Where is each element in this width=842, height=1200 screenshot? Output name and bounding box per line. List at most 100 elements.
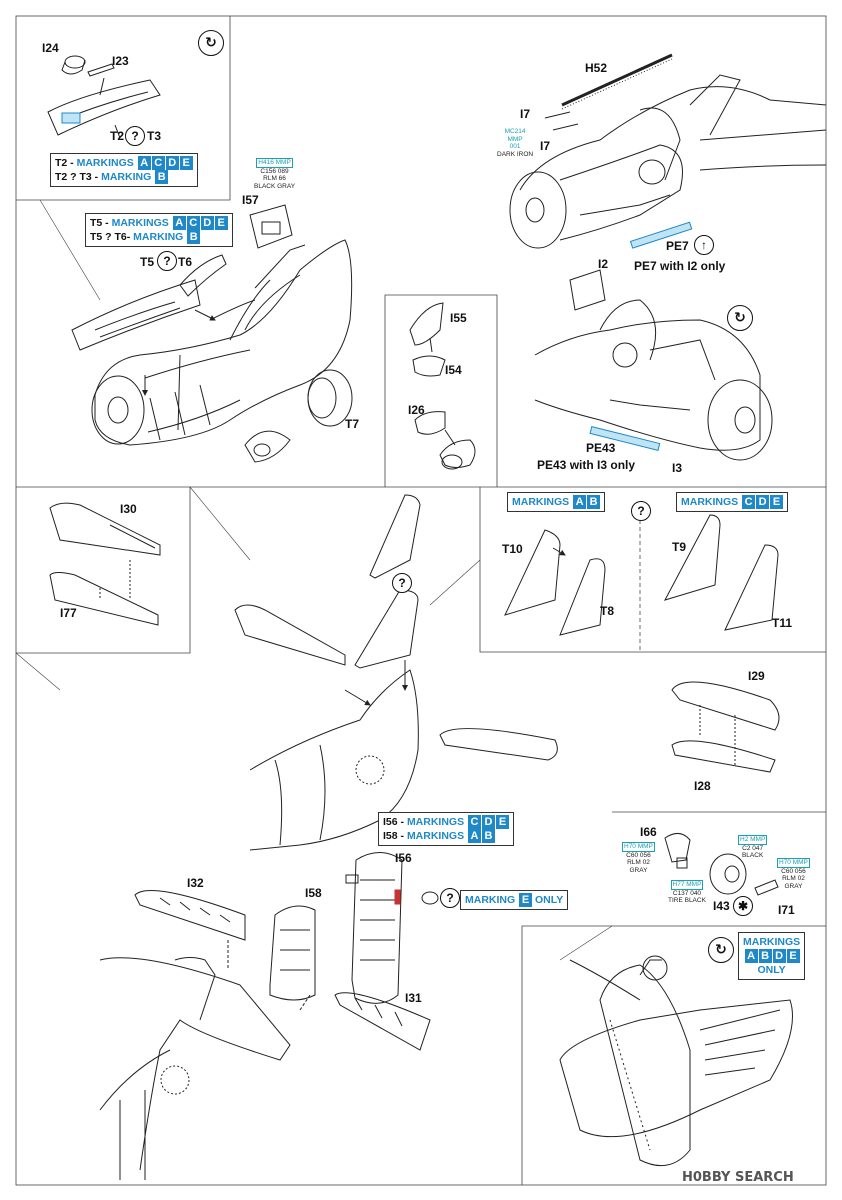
part-label-i32: I32 — [187, 876, 204, 890]
marking-letter: A — [573, 495, 587, 509]
marking-letter: B — [482, 829, 496, 843]
marking-letter: E — [770, 495, 784, 509]
part-label-pe7: PE7 — [666, 239, 689, 253]
panel1-frame — [16, 16, 231, 201]
marking-letter: A — [172, 216, 186, 230]
paint-name: GRAY — [784, 882, 803, 890]
markings-word: MARKINGS — [76, 157, 134, 169]
part-label-i7-upper: I7 — [520, 107, 531, 121]
part-label-i23: I23 — [112, 54, 129, 68]
part-label-t8: T8 — [600, 604, 615, 618]
paint-code: C60 056 — [781, 867, 806, 875]
part-label-h52: H52 — [585, 61, 608, 75]
markings-word: MARKINGS — [406, 830, 465, 842]
panel8-drawing — [559, 955, 793, 1167]
rotate-view-icon: ↻ — [708, 937, 734, 963]
rotate-view-icon: ↻ — [198, 30, 224, 56]
panel2-frame — [384, 294, 498, 487]
paint-callout-tire: H77 MMP C137 040 TIRE BLACK — [668, 880, 706, 905]
marking-letter: A — [744, 949, 758, 963]
paint-name: RLM 02 — [782, 875, 805, 882]
markings-word: MARKING — [133, 231, 184, 243]
part-label-t9: T9 — [672, 540, 687, 554]
marking-letter: D — [772, 949, 786, 963]
marking-letter: E — [214, 216, 228, 230]
paint-code: C2 047 — [742, 844, 764, 852]
paint-code: H70 MMP — [622, 842, 655, 852]
markings-prefix: T2 ? T3 - — [55, 171, 102, 183]
paint-callout-i7: MC214 MMP 001 DARK IRON — [497, 128, 533, 158]
markings-word: MARKINGS — [512, 496, 570, 508]
panel3-drawing — [509, 53, 827, 461]
part-label-i66: I66 — [640, 825, 657, 839]
paint-name: DARK IRON — [497, 150, 534, 158]
paint-code: C156 089 — [260, 167, 289, 175]
markings-word: MARKINGS — [681, 496, 739, 508]
marking-letter: E — [179, 156, 193, 170]
marking-e-only-box: MARKING E ONLY — [460, 890, 569, 910]
paint-name: BLACK — [741, 852, 764, 859]
markings-suffix: ONLY — [757, 964, 786, 976]
panel4-drawing — [49, 502, 161, 626]
paint-code: MC214 — [504, 128, 526, 135]
paint-code: H416 MMP — [256, 158, 293, 168]
panel7-drawing — [664, 833, 779, 896]
markings-prefix: T5 - — [90, 217, 112, 229]
part-label-i24: I24 — [42, 41, 59, 55]
either-or-icon: ? — [440, 888, 460, 908]
paint-code: H77 MMP — [670, 880, 704, 890]
marking-letter: E — [519, 893, 533, 907]
part-label-i29: I29 — [748, 669, 765, 683]
marking-letter: E — [496, 815, 510, 829]
paint-callout-gray: H70 MMP C60 056 RLM 02 GRAY — [777, 858, 810, 890]
part-label-i3: I3 — [672, 461, 683, 475]
paint-code: H2 MMP — [738, 835, 768, 845]
part-label-i54: I54 — [445, 363, 462, 377]
marking-letter: D — [200, 216, 214, 230]
part-label-i28: I28 — [694, 779, 711, 793]
either-or-icon: ? — [157, 251, 177, 271]
panel2-drawing — [409, 302, 476, 470]
marking-letter: A — [468, 829, 482, 843]
part-label-t11: T11 — [772, 616, 793, 630]
part-label-t10: T10 — [502, 542, 523, 556]
marking-letter: B — [187, 230, 201, 244]
marking-letter: A — [137, 156, 151, 170]
marking-letter: E — [786, 949, 800, 963]
paint-callout-i57: H416 MMP C156 089 RLM 66 BLACK GRAY — [254, 158, 295, 190]
part-label-t6: T6 — [178, 255, 193, 269]
part-label-t3: T3 — [147, 129, 162, 143]
paint-callout-black: H2 MMP C2 047 BLACK — [738, 835, 768, 860]
note-pe43: PE43 with I3 only — [537, 458, 636, 472]
paint-code: MMP — [507, 135, 523, 143]
paint-code: H70 MMP — [777, 858, 810, 868]
part-label-i55: I55 — [450, 311, 467, 325]
part-label-i56: I56 — [395, 851, 412, 865]
part-label-i30: I30 — [120, 502, 137, 516]
markings-prefix: I56 - — [383, 816, 407, 828]
part-label-i26: I26 — [408, 403, 425, 417]
note-pe7: PE7 with I2 only — [634, 259, 726, 273]
markings-word: MARKING — [101, 171, 152, 183]
panel4-frame — [16, 487, 191, 654]
marking-letter: B — [758, 949, 772, 963]
markings-prefix: T5 ? T6- — [90, 231, 134, 243]
part-label-i2: I2 — [598, 257, 609, 271]
either-or-icon: ? — [125, 126, 145, 146]
part-label-i57: I57 — [242, 193, 259, 207]
part-label-i77: I77 — [60, 606, 77, 620]
marking-letter: C — [186, 216, 200, 230]
paint-code: 001 — [509, 143, 521, 150]
part-label-i71: I71 — [778, 903, 795, 917]
marking-letter: D — [165, 156, 179, 170]
markings-word: MARKINGS — [111, 217, 169, 229]
markings-suffix: ONLY — [535, 894, 564, 906]
markings-prefix: T2 - — [55, 157, 77, 169]
marking-letter: B — [587, 495, 601, 509]
